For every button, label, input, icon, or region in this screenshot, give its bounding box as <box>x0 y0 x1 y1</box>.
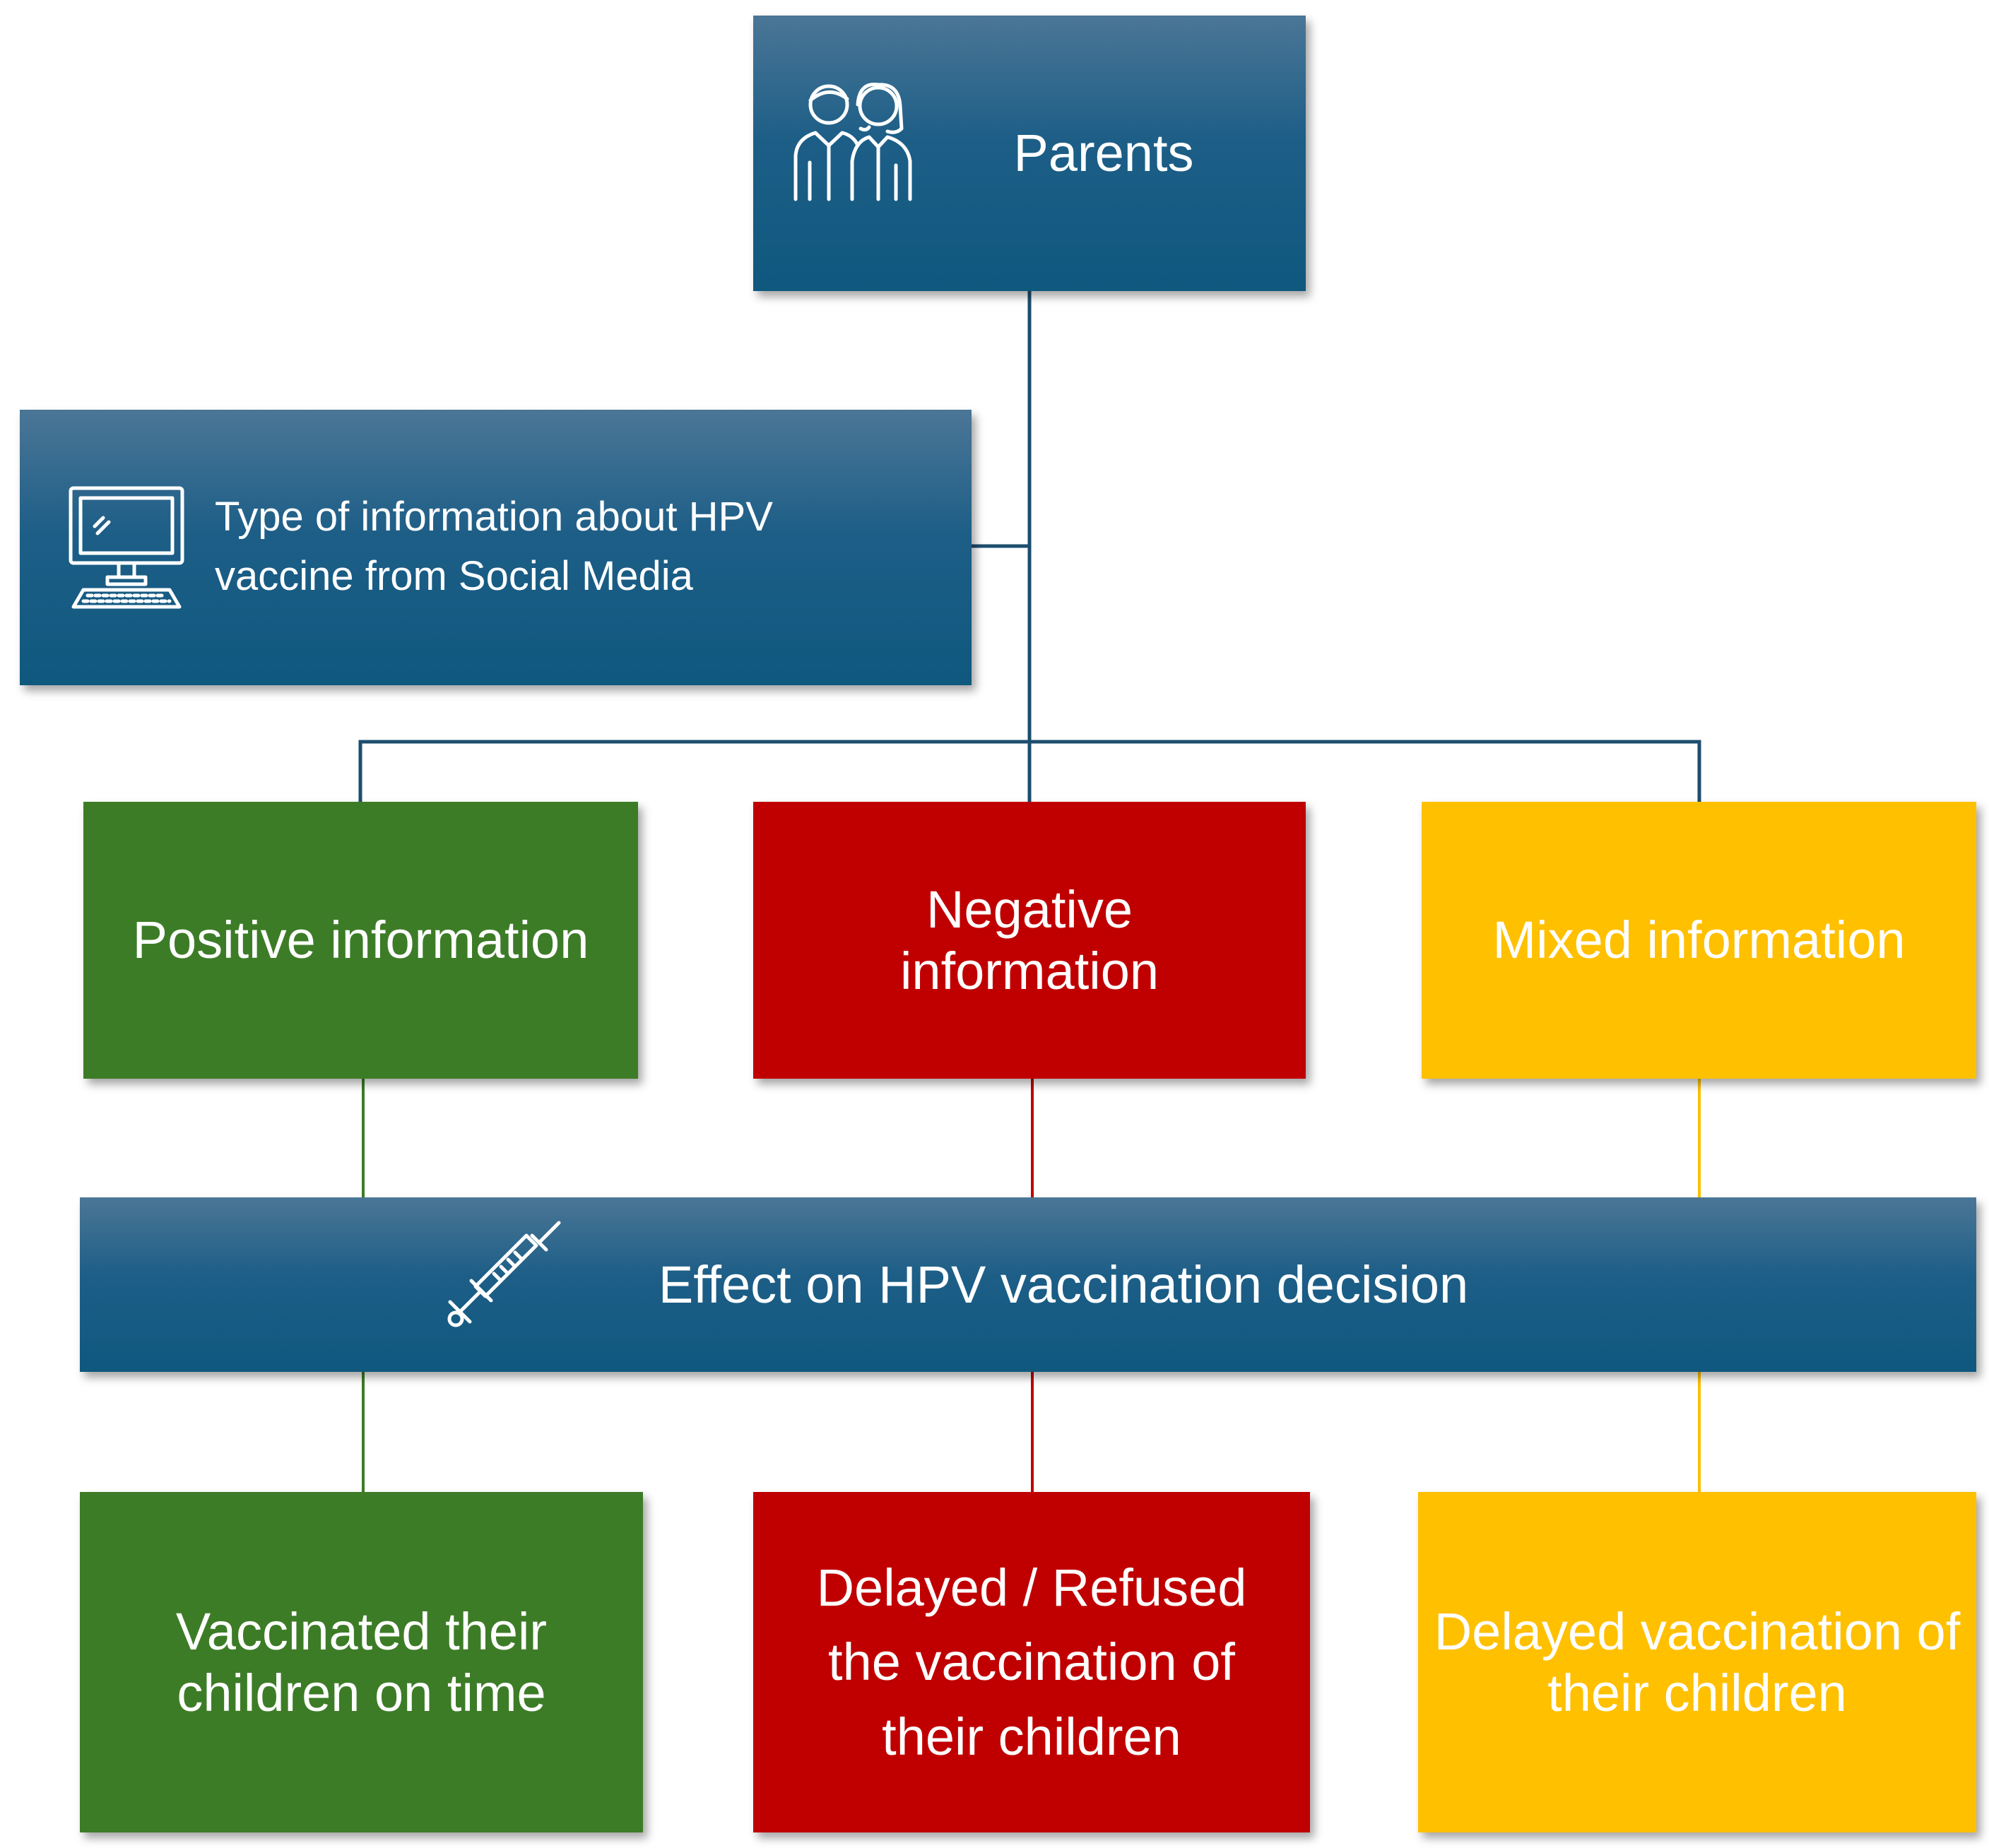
negative-information-box: Negative information <box>753 802 1306 1079</box>
info-type-box: Type of information about HPV vaccine fr… <box>20 410 972 685</box>
parents-icon <box>793 83 912 201</box>
delayed-refused-label: Delayed / Refused the vaccination of the… <box>816 1558 1247 1766</box>
parents-box: Parents <box>753 16 1306 291</box>
info-type-label: Type of information about HPV vaccine fr… <box>215 494 773 600</box>
negative-information-label: Negative information <box>899 879 1159 1000</box>
positive-information-box: Positive information <box>83 802 638 1079</box>
delayed-refused-box: Delayed / Refused the vaccination of the… <box>753 1492 1310 1832</box>
delayed-vaccination-label: Delayed vaccination of their children <box>1434 1601 1961 1722</box>
mixed-information-box: Mixed information <box>1422 802 1976 1079</box>
positive-information-label: Positive information <box>132 911 589 970</box>
effect-label: Effect on HPV vaccination decision <box>658 1255 1469 1314</box>
computer-icon <box>69 486 184 609</box>
delayed-vaccination-box: Delayed vaccination of their children <box>1418 1492 1976 1832</box>
mixed-information-label: Mixed information <box>1492 911 1906 970</box>
syringe-icon <box>447 1221 561 1327</box>
vaccinated-on-time-box: Vaccinated their children on time <box>80 1492 643 1832</box>
effect-box: Effect on HPV vaccination decision <box>80 1197 1976 1372</box>
vaccinated-on-time-label: Vaccinated their children on time <box>175 1601 548 1722</box>
parents-label: Parents <box>1013 124 1194 183</box>
